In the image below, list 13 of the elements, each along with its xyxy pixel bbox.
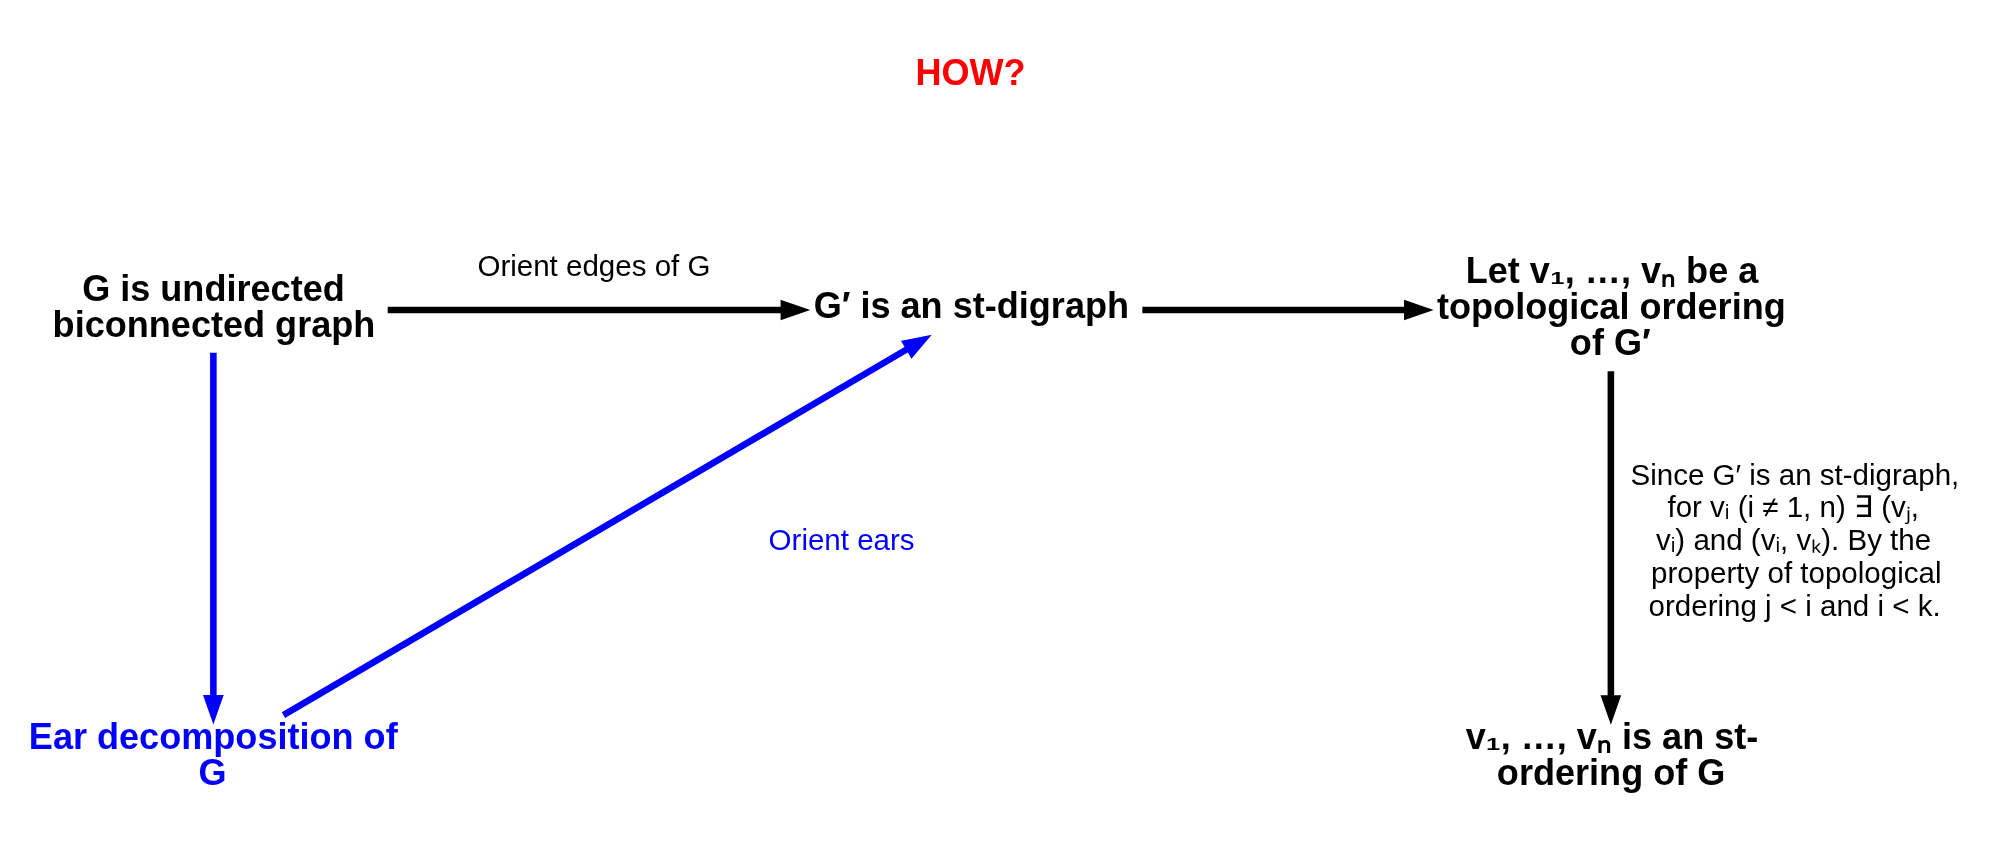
- edge-label: Since G′ is an st-digraph, for vᵢ (i ≠ 1, n) ∃ (vⱼ, vᵢ) and (vᵢ, vₖ). By the property of topological ordering j < i and i < k.: [1630, 457, 1960, 622]
- node-text: G′ is an st-digraph: [813, 284, 1130, 326]
- node-text: Let v₁, …, vₙ be a topological ordering of G′: [1437, 249, 1786, 363]
- arrow: [281, 334, 932, 718]
- node-text: Ear decomposition of G: [28, 715, 398, 793]
- node-text: G is undirected biconnected graph: [52, 267, 376, 345]
- arrow: [1600, 370, 1622, 725]
- edge-label: Orient ears: [768, 522, 915, 556]
- label: HOW?: [915, 51, 1026, 93]
- arrow: [1142, 299, 1434, 320]
- arrow: [387, 299, 811, 320]
- node-text: v₁, …, vₙ is an st-ordering of G: [1465, 715, 1759, 793]
- edge-label: Orient edges of G: [477, 248, 711, 282]
